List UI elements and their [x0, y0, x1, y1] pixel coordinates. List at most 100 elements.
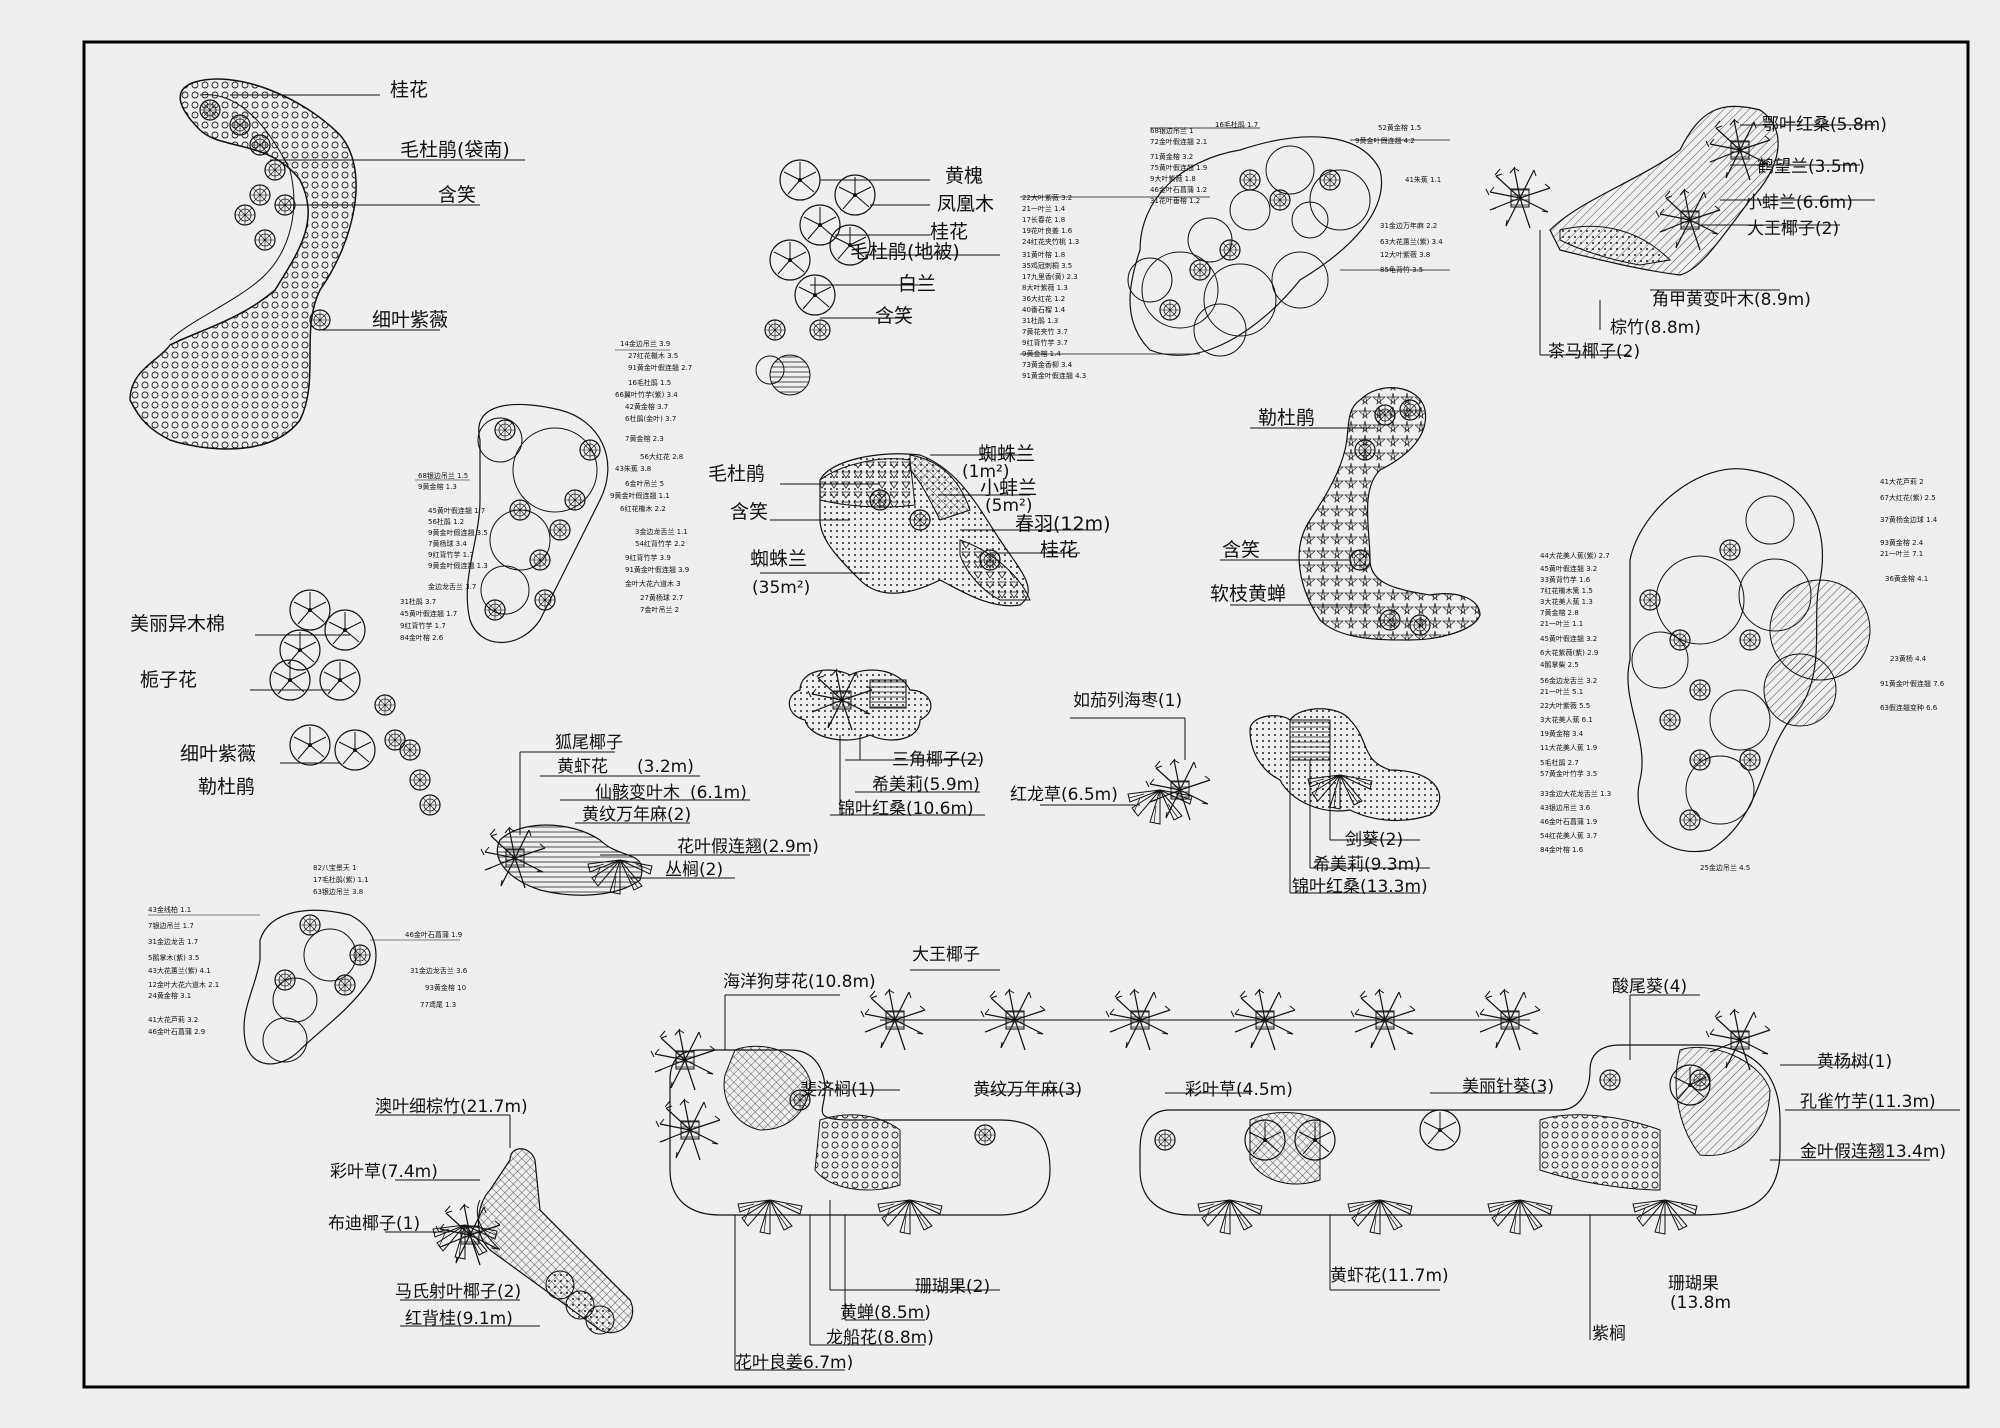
g5-r-6: 6杜鹃(金叶) 3.7	[625, 414, 676, 423]
g3-t-6: 31花叶垂榕 1.2	[1150, 196, 1200, 205]
label-g13-1: 希美莉(9.3m)	[1313, 855, 1421, 875]
label-g10-0: 狐尾椰子	[555, 733, 623, 753]
g5-l-3: 56杜鹃 1.2	[428, 517, 464, 526]
label-g12-1: 红龙草(6.5m)	[1010, 785, 1118, 805]
label-g6-2: 蜘蛛兰	[750, 548, 807, 570]
g14-r-2: 93黄金榕 10	[425, 983, 466, 992]
g14-top-labels: 82八宝景天 1 17毛杜鹃(紫) 1.1 63银边吊兰 3.8	[313, 863, 369, 896]
g5-r-19: 7金叶吊兰 2	[640, 605, 679, 614]
g5-r-8: 56大红花 2.8	[640, 452, 683, 461]
g3-l-11: 31杜鹃 1.3	[1022, 316, 1058, 325]
g3-l-1: 21一叶兰 1.4	[1022, 204, 1066, 213]
label-g6-1: 含笑	[730, 501, 768, 523]
planting-group-cloud-bed: 剑葵(2) 希美莉(9.3m) 锦叶红桑(13.3m)	[1249, 708, 1441, 897]
label-g12-0: 如茄列海枣(1)	[1073, 691, 1182, 711]
label-g16-13: 珊瑚果(2)	[915, 1277, 990, 1297]
label-g16-11: 龙船花(8.8m)	[826, 1328, 934, 1348]
g14-r-3: 77鸢尾 1.3	[420, 1000, 456, 1009]
g5-l-4: 9黄金叶假连翘 3.5	[428, 528, 488, 537]
label-g4-1: 鹤望兰(3.5m)	[1757, 157, 1865, 177]
g5-l-6: 9红背竹芋 1.7	[428, 550, 474, 559]
label-g11-2: 锦叶红桑(10.6m)	[838, 799, 974, 819]
g8-r-6: 23黄杨 4.4	[1890, 654, 1927, 663]
g3-l-12: 7黄花夹竹 3.7	[1022, 327, 1068, 336]
label-g16-6: 酸尾葵(4)	[1612, 977, 1687, 997]
g5-r-14: 54红背竹芋 2.2	[635, 539, 685, 548]
g5-r-16: 91黄金叶假连翘 3.9	[625, 565, 689, 574]
label-g6-4: 蜘蛛兰	[978, 443, 1035, 465]
g3-t-5: 46金叶石菖蒲 1.2	[1150, 185, 1207, 194]
label-g1-0: 桂花	[390, 79, 428, 101]
g5-r-18: 27黄杨球 2.7	[640, 593, 683, 602]
g5-r-13: 3金边龙舌兰 1.1	[635, 527, 688, 536]
label-g6-0: 毛杜鹃	[708, 463, 765, 485]
g14-l-0: 43金线柏 1.1	[148, 905, 191, 914]
g5-r-4: 66翼叶竹芋(紫) 3.4	[615, 390, 678, 399]
g14-t-2: 63银边吊兰 3.8	[313, 887, 363, 896]
g8-l-9: 4鹅掌柴 2.5	[1540, 660, 1579, 669]
g14-l-4: 43大花蕙兰(紫) 4.1	[148, 966, 211, 975]
label-g4-0: 鄂叶红桑(5.8m)	[1762, 115, 1887, 135]
g8-r-7: 91黄金叶假连翘 7.6	[1880, 679, 1945, 688]
g5-r-11: 9黄金叶假连翘 1.1	[610, 491, 670, 500]
g14-l-1: 7银边吊兰 1.7	[148, 921, 194, 930]
g5-l-9: 31杜鹃 3.7	[400, 597, 436, 606]
g3-t-0: 68银边吊兰 1	[1150, 126, 1194, 135]
g3-t-3: 75黄叶假连翘 1.9	[1150, 163, 1207, 172]
label-g16-0: 大王椰子	[912, 945, 980, 965]
label-g15-2: 布迪椰子(1)	[328, 1214, 420, 1234]
g14-l-7: 41大花芦莉 3.2	[148, 1015, 198, 1024]
label-g16-8: 孔雀竹芋(11.3m)	[1800, 1092, 1936, 1112]
g3-t-1: 72金叶假连翘 2.1	[1150, 137, 1207, 146]
g3-l-5: 31黄叶榕 1.8	[1022, 250, 1065, 259]
g8-l-20: 46金叶石菖蒲 1.9	[1540, 817, 1597, 826]
g14-t-0: 82八宝景天 1	[313, 863, 357, 872]
g14-l-3: 5鹅掌木(紫) 3.5	[148, 953, 199, 962]
label-g9-2: 细叶紫薇	[180, 743, 256, 765]
g8-l-3: 7红花檵木篱 1.5	[1540, 586, 1593, 595]
g8-r-0: 41大花芦莉 2	[1880, 477, 1924, 486]
g3-l-13: 9红背竹芋 3.7	[1022, 338, 1068, 347]
g8-bottom-label: 25金边吊兰 4.5	[1700, 863, 1750, 872]
planting-group-circle-cluster-top: 22大叶紫薇 3.2 21一叶兰 1.4 17长春花 1.8 19花叶良姜 1.…	[1020, 120, 1450, 380]
g3-top-labels: 68银边吊兰 1 72金叶假连翘 2.1 71黄金榕 3.2 75黄叶假连翘 1…	[1150, 120, 1258, 205]
label-g4-2: 小蚌兰(6.6m)	[1745, 193, 1853, 213]
label-g11-0: 三角椰子(2)	[892, 750, 984, 770]
label-g16-17: 珊瑚果	[1668, 1274, 1719, 1294]
label-g2-1: 凤凰木	[937, 193, 994, 215]
g8-r-4: 21一叶兰 7.1	[1880, 549, 1923, 558]
label-g16-16: (13.8m	[1670, 1293, 1731, 1313]
g5-l-2: 45黄叶假连翘 1.7	[428, 506, 485, 515]
g14-left-labels: 43金线柏 1.1 7银边吊兰 1.7 31金边龙舌 1.7 5鹅掌木(紫) 3…	[148, 905, 219, 1036]
label-g10-4: (6.1m)	[690, 783, 747, 803]
planting-group-diagonal-bed: 澳叶细棕竹(21.7m) 彩叶草(7.4m) 布迪椰子(1) 马氏射叶椰子(2)…	[328, 1097, 634, 1335]
label-g16-1: 海洋狗芽花(10.8m)	[723, 972, 876, 992]
label-g15-0: 澳叶细棕竹(21.7m)	[375, 1097, 528, 1117]
planting-group-cloud-palm: 三角椰子(2) 希美莉(5.9m) 锦叶红桑(10.6m)	[788, 668, 985, 819]
g8-l-18: 33金边大花龙舌兰 1.3	[1540, 789, 1611, 798]
g8-l-19: 43银边吊兰 3.6	[1540, 803, 1591, 812]
label-g9-1: 栀子花	[140, 669, 197, 691]
label-g16-7: 黄杨树(1)	[1817, 1052, 1892, 1072]
g5-r-15: 9红背竹芋 3.9	[625, 553, 671, 562]
g8-r-3: 93黄金榕 2.4	[1880, 538, 1924, 547]
g8-l-8: 6大花紫薇(紫) 2.9	[1540, 648, 1598, 657]
label-g16-2: 斐济榈(1)	[800, 1080, 875, 1100]
label-g11-1: 希美莉(5.9m)	[872, 775, 980, 795]
g5-l-0: 68银边吊兰 1.5	[418, 471, 468, 480]
g3-t-7: 16毛杜鹃 1.7	[1215, 120, 1258, 129]
g8-l-15: 11大花美人蕉 1.9	[1540, 743, 1597, 752]
g14-t-1: 17毛杜鹃(紫) 1.1	[313, 875, 369, 884]
g3-r-4: 63大花蕙兰(紫) 3.4	[1380, 237, 1443, 246]
g5-r-3: 16毛杜鹃 1.5	[628, 378, 671, 387]
g3-r-2: 41朱蕉 1.1	[1405, 175, 1441, 184]
g3-r-0: 52黄金榕 1.5	[1378, 123, 1421, 132]
label-g2-4: 白兰	[898, 273, 936, 295]
g5-l-12: 84金叶榕 2.6	[400, 633, 444, 642]
g8-l-14: 19黄金榕 3.4	[1540, 729, 1584, 738]
g8-l-21: 54红花美人蕉 3.7	[1540, 831, 1597, 840]
g14-l-2: 31金边龙舌 1.7	[148, 937, 198, 946]
g8-r-1: 67大红花(紫) 2.5	[1880, 493, 1936, 502]
g5-l-8: 金边龙舌兰 3.7	[428, 582, 476, 591]
